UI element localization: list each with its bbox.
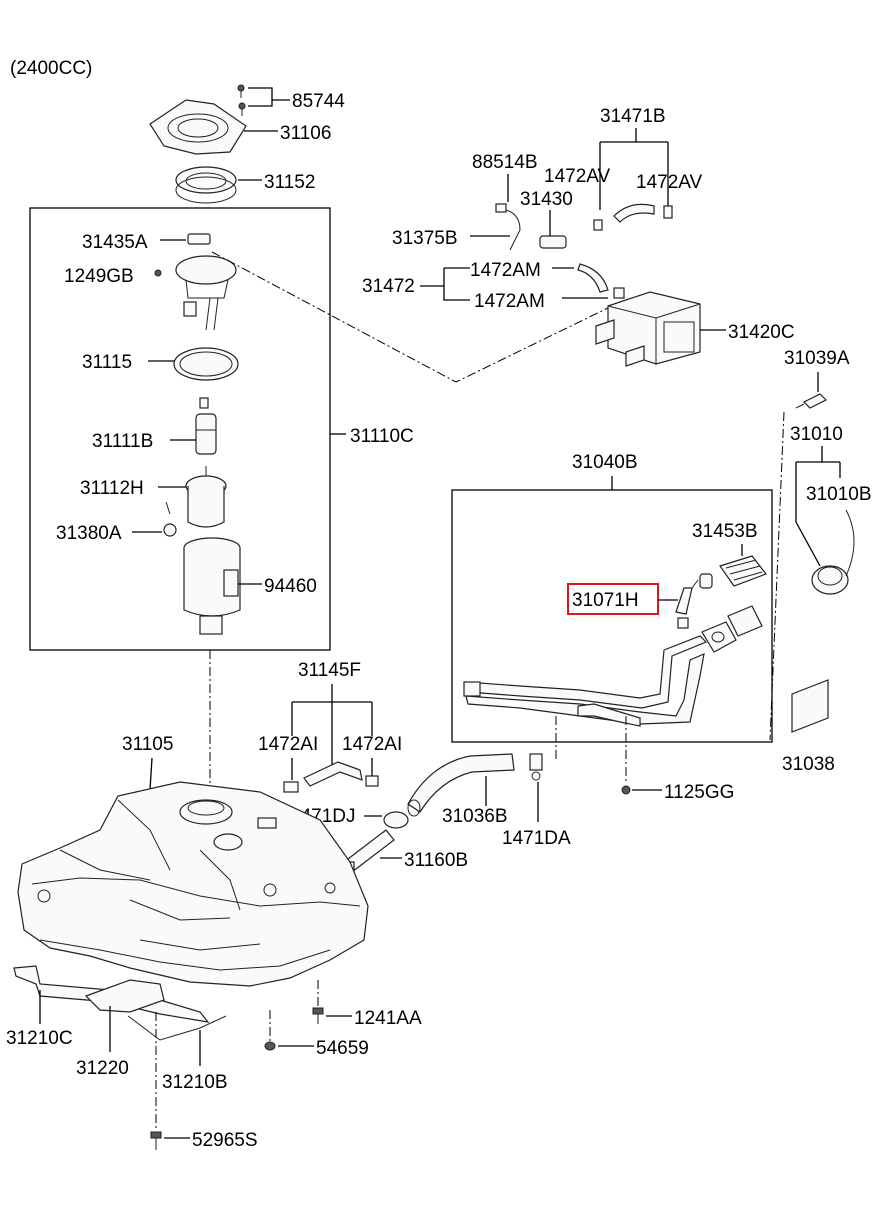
label-31039A: 31039A xyxy=(784,348,850,369)
label-31040B: 31040B xyxy=(572,452,638,473)
label-31010B: 31010B xyxy=(806,484,872,505)
label-31210C: 31210C xyxy=(6,1028,73,1049)
bolt-1241AA-illustration xyxy=(312,1007,324,1024)
label-31210B: 31210B xyxy=(162,1072,228,1093)
label-1241AA: 1241AA xyxy=(354,1008,422,1029)
label-31420C: 31420C xyxy=(728,322,795,343)
leader-85744 xyxy=(248,87,290,107)
label-31380A: 31380A xyxy=(56,523,122,544)
label-31145F: 31145F xyxy=(298,660,361,681)
vapor-hose-illustration xyxy=(495,203,673,299)
label-1472AI-b: 1472AI xyxy=(342,734,402,755)
label-31071H[interactable]: 31071H xyxy=(572,590,639,611)
pump-flange-illustration xyxy=(154,233,237,331)
label-31220: 31220 xyxy=(76,1058,129,1079)
label-1472AV-a: 1472AV xyxy=(544,166,611,187)
filler-neck-assembly-box xyxy=(451,489,773,743)
lock-ring-31152-illustration xyxy=(175,166,237,204)
bolt-31039A-illustration xyxy=(795,393,828,409)
label-31152: 31152 xyxy=(264,172,315,193)
label-31038: 31038 xyxy=(782,754,835,775)
label-31472: 31472 xyxy=(362,276,415,297)
label-31453B: 31453B xyxy=(692,521,758,542)
nut-54659-illustration xyxy=(264,1041,276,1051)
leader-31472 xyxy=(420,267,470,301)
leader-31471B xyxy=(599,128,669,210)
label-31375B: 31375B xyxy=(392,228,458,249)
label-85744: 85744 xyxy=(292,91,345,112)
label-88514B: 88514B xyxy=(472,152,538,173)
dash-connector-pump-to-canister xyxy=(211,251,613,383)
bolt-1125GG-illustration xyxy=(621,785,631,795)
fuel-pump-31111B-illustration xyxy=(195,397,217,455)
label-31115: 31115 xyxy=(82,352,132,373)
clip-31380A-illustration xyxy=(163,501,177,537)
leader-31105 xyxy=(149,757,153,791)
fuel-cap-31010-illustration xyxy=(811,509,855,595)
label-31112H: 31112H xyxy=(80,478,144,499)
label-1471DA: 1471DA xyxy=(502,828,571,849)
filter-31112H-illustration xyxy=(185,466,227,528)
label-1249GB: 1249GB xyxy=(64,266,134,287)
label-54659: 54659 xyxy=(316,1038,369,1059)
label-31110C: 31110C xyxy=(350,426,414,447)
label-31111B: 31111B xyxy=(92,431,153,452)
label-52965S: 52965S xyxy=(192,1130,258,1151)
filler-neck-illustration xyxy=(463,555,767,727)
fuel-tank-31105-illustration xyxy=(17,781,369,987)
label-1472AV-b: 1472AV xyxy=(636,172,703,193)
gasket-31115-illustration xyxy=(173,347,239,381)
leader-31145F xyxy=(291,684,373,766)
label-31106: 31106 xyxy=(280,123,331,144)
label-1472AI-a: 1472AI xyxy=(258,734,318,755)
label-1125GG: 1125GG xyxy=(664,782,734,803)
label-31036B: 31036B xyxy=(442,806,508,827)
straps-illustration xyxy=(13,965,227,1041)
label-31471B: 31471B xyxy=(600,106,666,127)
filler-hose-31036B-illustration xyxy=(407,753,515,817)
label-1472AM-b: 1472AM xyxy=(474,291,545,312)
leader-31010 xyxy=(795,446,841,567)
fuel-pump-assembly-box xyxy=(29,207,331,651)
label-31430: 31430 xyxy=(520,189,573,210)
label-31160B: 31160B xyxy=(404,850,468,871)
highlight-31071H xyxy=(567,583,659,615)
sender-plate-31106-illustration xyxy=(149,99,247,155)
label-1472AM-a: 1472AM xyxy=(470,260,541,281)
screw-85744-illustration xyxy=(237,84,246,116)
engine-spec-label: (2400CC) xyxy=(10,58,92,79)
label-31105: 31105 xyxy=(122,734,173,755)
bolt-52965S-illustration xyxy=(150,1131,162,1150)
filler-door-31038-illustration xyxy=(791,679,829,733)
vent-hose-31145F-illustration xyxy=(283,761,379,793)
canister-31420C-illustration xyxy=(595,291,701,367)
label-31435A: 31435A xyxy=(82,232,148,253)
label-94460: 94460 xyxy=(264,576,317,597)
reservoir-94460-illustration xyxy=(183,537,241,635)
label-31010: 31010 xyxy=(790,424,843,445)
clamp-1471DA-illustration xyxy=(529,753,543,781)
clamp-1471DJ-illustration xyxy=(383,811,409,829)
